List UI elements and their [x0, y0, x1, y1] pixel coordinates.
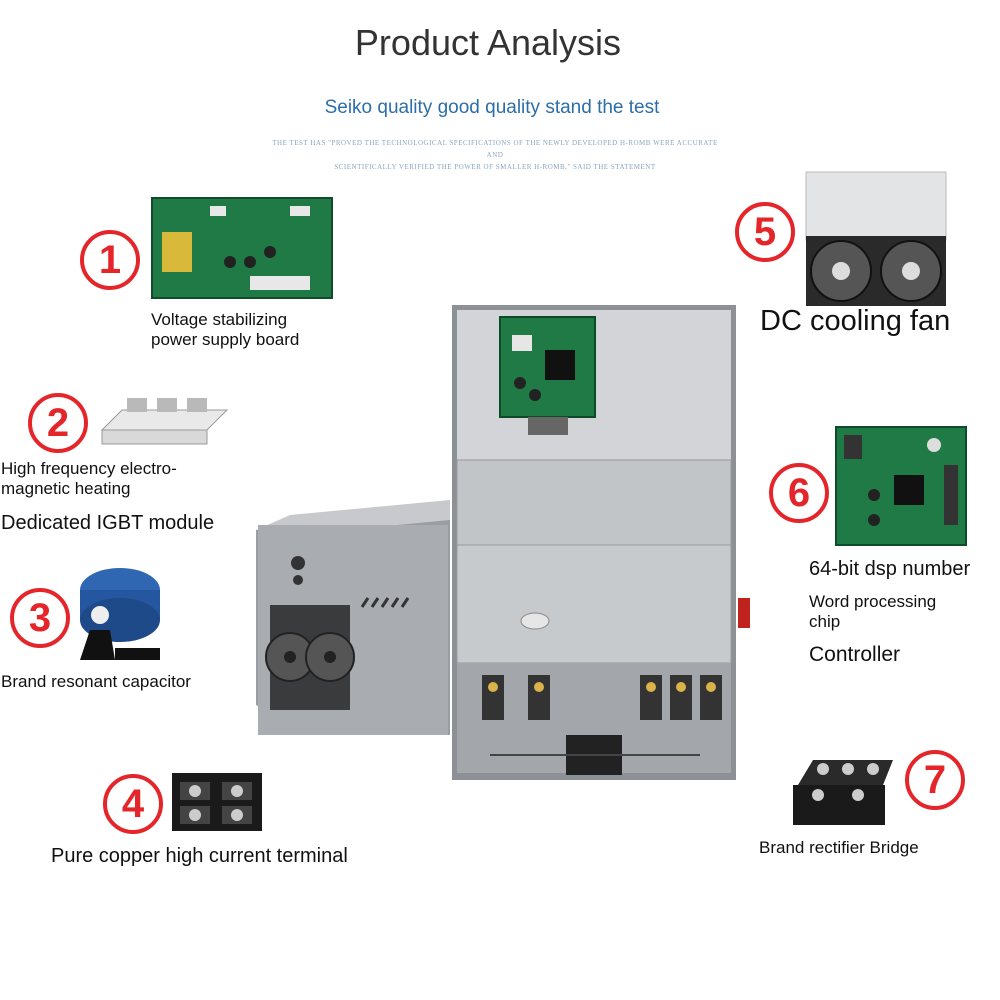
side-unit: [256, 500, 450, 735]
item-1-label: Voltage stabilizing power supply board: [151, 310, 299, 350]
badge-2: 2: [28, 393, 88, 453]
item-6-label-line-3: chip: [809, 612, 841, 631]
item-6-label-line-1: 64-bit dsp number: [809, 558, 971, 580]
badge-3: 3: [10, 588, 70, 648]
igbt-module-image: [100, 398, 229, 445]
page-title: Product Analysis: [354, 22, 622, 63]
dsp-controller-board-image: [835, 426, 967, 546]
item-4-label: Pure copper high current terminal: [51, 845, 348, 867]
fine-print-line-1: THE TEST HAS "PROVED THE TECHNOLOGICAL S…: [272, 139, 718, 159]
main-cabinet: [452, 305, 750, 780]
resonant-capacitor-image: [80, 568, 160, 660]
copper-terminal-image: [172, 773, 262, 831]
fine-print-line-2: SCIENTIFICALLY VERIFIED THE POWER OF SMA…: [334, 163, 656, 171]
item-2-label: High frequency electro- magnetic heating: [1, 459, 177, 499]
cooling-fan-image: [805, 171, 947, 306]
item-6-label-wordproc: Word processing chip: [809, 592, 936, 632]
item-5-label: DC cooling fan: [760, 305, 951, 337]
item-3-label: Brand resonant capacitor: [1, 672, 191, 691]
item-1-label-line-2: power supply board: [151, 330, 300, 349]
badge-5: 5: [735, 202, 795, 262]
power-supply-board-image: [151, 197, 333, 299]
item-2-extra-label: Dedicated IGBT module: [1, 512, 215, 534]
item-6-label-line-4: Controller: [809, 643, 901, 666]
fine-print: THE TEST HAS "PROVED THE TECHNOLOGICAL S…: [270, 137, 720, 173]
page-subtitle: Seiko quality good quality stand the tes…: [324, 97, 660, 118]
item-6-label-line-2: Word processing: [809, 592, 937, 611]
item-1-label-line-1: Voltage stabilizing: [151, 310, 288, 329]
item-2-label-line-1: High frequency electro-: [1, 459, 177, 478]
badge-7: 7: [905, 750, 965, 810]
rectifier-bridge-image: [793, 760, 893, 825]
badge-6: 6: [769, 463, 829, 523]
badge-1: 1: [80, 230, 140, 290]
item-2-label-line-2: magnetic heating: [1, 479, 131, 498]
item-7-label: Brand rectifier Bridge: [759, 838, 919, 857]
badge-4: 4: [103, 774, 163, 834]
inverter-cabinet-image: [256, 305, 750, 780]
